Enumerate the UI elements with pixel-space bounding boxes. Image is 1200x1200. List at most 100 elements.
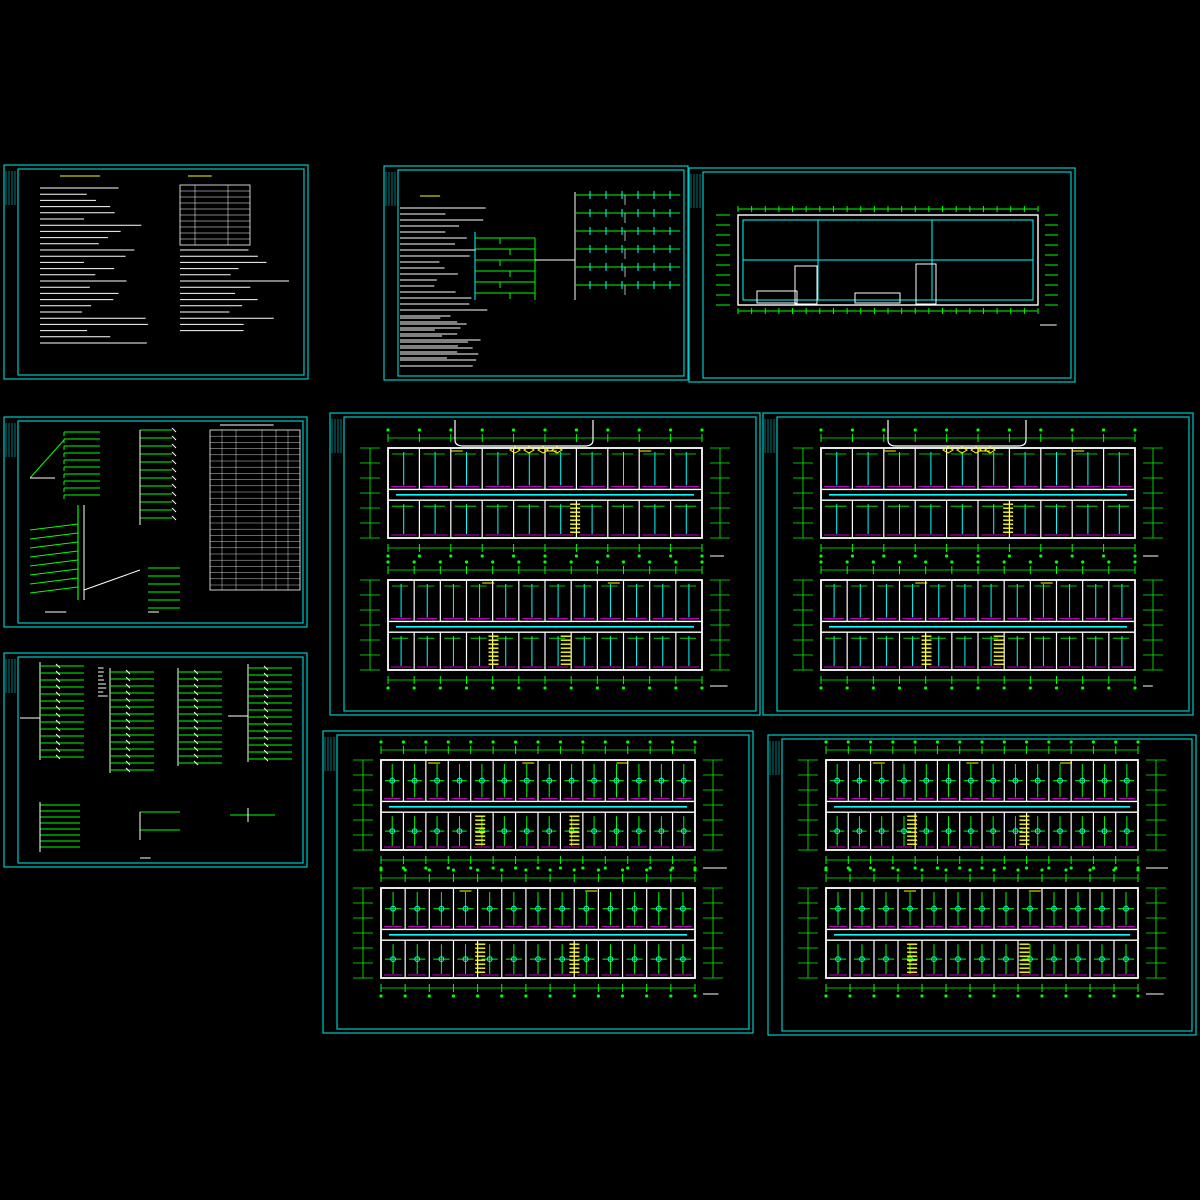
axis-bubble: [945, 554, 949, 558]
sheet-distribution-panels: [3, 652, 308, 868]
breaker-mark: [193, 704, 199, 710]
axis-bubble: [924, 686, 928, 690]
light-fixture: [1003, 956, 1009, 962]
light-fixture: [923, 828, 930, 834]
light-fixture: [990, 777, 997, 784]
axis-bubble: [513, 866, 518, 870]
light-fixture: [456, 828, 463, 834]
sheet-outer-frame: [3, 652, 308, 868]
axis-bubble: [1070, 554, 1074, 558]
axis-bubble: [913, 866, 917, 870]
axis-bubble: [819, 686, 823, 690]
breaker-mark: [55, 663, 61, 669]
sheet-outer-frame: [767, 734, 1197, 1036]
axis-bubble: [620, 868, 625, 872]
machine-room: [915, 263, 937, 305]
axis-bubble: [950, 686, 954, 690]
axis-bubble: [950, 560, 954, 564]
breaker-mark: [193, 718, 199, 724]
light-fixture: [856, 777, 863, 784]
axis-bubble: [517, 686, 521, 690]
axis-bubble: [464, 560, 469, 564]
axis-bubble: [438, 686, 442, 690]
axis-bubble: [924, 560, 928, 564]
breaker-mark: [125, 767, 131, 773]
light-fixture: [955, 956, 961, 962]
axis-bubble: [693, 868, 697, 872]
axis-bubble: [700, 560, 704, 564]
axis-bubble: [868, 740, 873, 744]
drawing-sheets: [3, 164, 1197, 1036]
light-fixture: [835, 956, 841, 962]
light-fixture: [835, 905, 841, 912]
breaker-mark: [171, 515, 177, 521]
light-fixture: [1123, 905, 1129, 912]
axis-bubble: [386, 560, 390, 564]
light-fixture: [1012, 828, 1019, 834]
axis-bubble: [871, 560, 875, 564]
axis-bubble: [850, 554, 855, 558]
axis-bubble: [603, 740, 607, 744]
roof-block: [756, 290, 798, 304]
axis-bubble: [648, 740, 652, 744]
light-fixture: [680, 777, 687, 784]
axis-bubble: [469, 740, 473, 744]
axis-bubble: [913, 554, 917, 558]
breaker-mark: [193, 739, 199, 745]
axis-bubble: [480, 554, 484, 558]
axis-bubble: [417, 554, 421, 558]
breaker-mark: [55, 719, 61, 725]
axis-bubble: [569, 686, 573, 690]
axis-bubble: [882, 428, 886, 432]
roof-outline: [737, 214, 1039, 306]
breaker-mark: [263, 749, 269, 755]
sheet-outer-frame: [3, 164, 309, 380]
light-fixture: [979, 905, 985, 912]
axis-bubble: [1112, 868, 1116, 872]
axis-bubble: [595, 686, 599, 690]
axis-bubble: [1024, 866, 1029, 870]
axis-bubble: [480, 428, 484, 432]
light-fixture: [901, 828, 907, 834]
axis-bubble: [693, 994, 697, 998]
axis-bubble: [606, 428, 610, 432]
axis-bubble: [476, 868, 480, 872]
breaker-mark: [55, 684, 61, 690]
breaker-mark: [55, 698, 61, 704]
light-fixture: [945, 777, 952, 784]
floor-branch: [29, 586, 79, 594]
light-fixture: [591, 828, 597, 834]
light-fixture: [680, 828, 687, 834]
light-fixture: [479, 777, 485, 784]
axis-bubble: [1007, 554, 1012, 558]
axis-bubble: [543, 428, 547, 432]
axis-bubble: [620, 994, 625, 998]
breaker-mark: [125, 669, 131, 675]
breaker-mark: [193, 711, 199, 717]
breaker-mark: [263, 693, 269, 699]
axis-bubble: [968, 868, 972, 872]
sheet-inner-border: [702, 171, 1072, 379]
axis-bubble: [958, 866, 962, 870]
light-fixture: [1057, 828, 1063, 834]
light-fixture: [931, 905, 937, 912]
axis-bubble: [920, 868, 924, 872]
axis-bubble: [574, 554, 579, 558]
axis-bubble: [491, 866, 495, 870]
entrance-canopy: [887, 420, 1027, 447]
sheet-inner-border: [17, 420, 304, 624]
axis-bubble: [1136, 994, 1140, 998]
light-fixture: [568, 777, 575, 784]
axis-bubble: [1028, 686, 1032, 690]
light-fixture: [613, 828, 620, 834]
breaker-mark: [55, 726, 61, 732]
axis-bubble: [670, 740, 675, 744]
light-fixture: [631, 956, 638, 962]
light-fixture: [1027, 905, 1033, 912]
load-schedule-table: [209, 429, 301, 591]
axis-bubble: [412, 560, 416, 564]
breaker-mark: [171, 435, 177, 441]
light-fixture: [559, 956, 566, 962]
light-fixture: [613, 777, 620, 784]
axis-bubble: [992, 994, 996, 998]
